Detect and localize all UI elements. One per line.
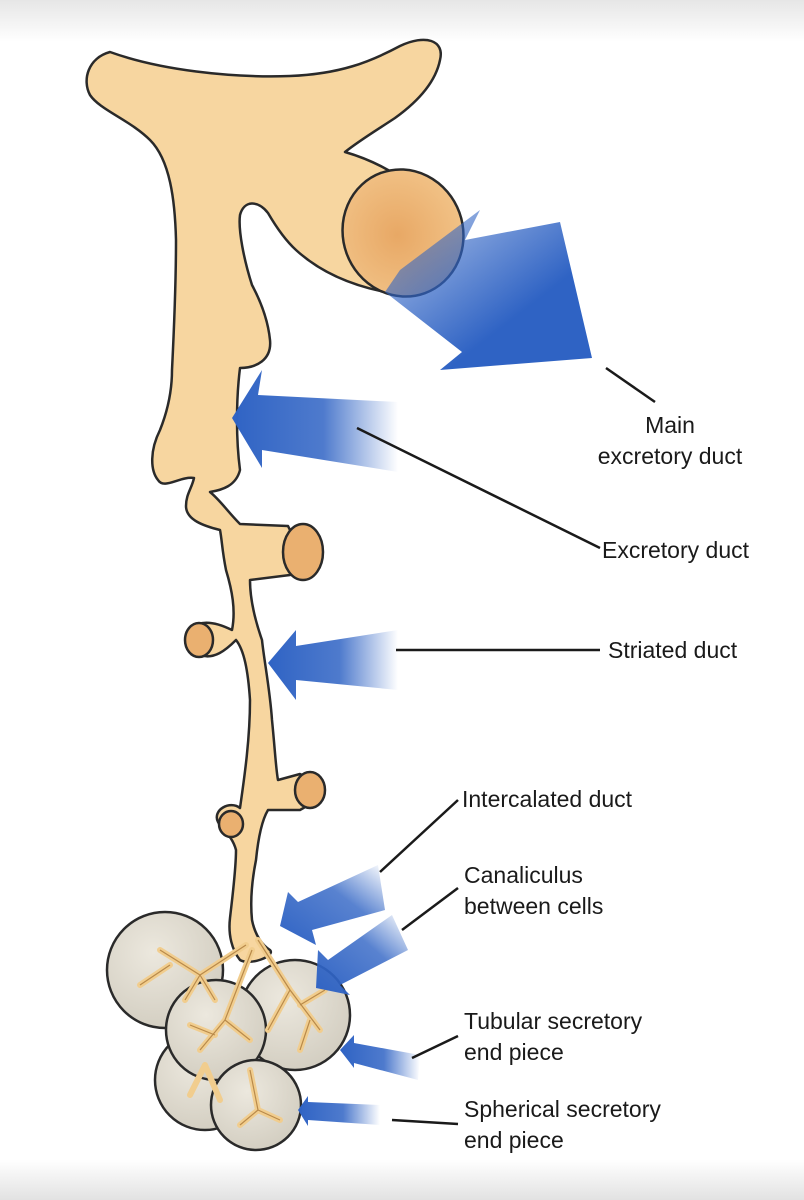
tubular-end-piece-leader	[411, 1034, 459, 1060]
excretory-duct-arrow	[232, 370, 398, 472]
intercalated-duct-arrow	[280, 865, 385, 945]
striated-duct-arrow	[268, 630, 398, 700]
intercalated-branch-cut-face-right	[293, 770, 327, 810]
label-excretory-duct: Excretory duct	[602, 537, 749, 563]
tubular-end-piece-arrow	[340, 1035, 420, 1080]
label-spherical-secretory-end-piece: Spherical secretory end piece	[464, 1096, 661, 1153]
duct-tree	[85, 38, 443, 964]
intercalated-duct-leader	[379, 799, 459, 873]
intercalated-branch-cut-face-left	[217, 809, 245, 839]
main-excretory-duct-leader	[605, 366, 656, 404]
label-canaliculus: Canaliculus between cells	[464, 862, 604, 919]
label-intercalated-duct: Intercalated duct	[462, 786, 633, 812]
canaliculus-arrow	[316, 915, 408, 995]
canaliculus-leader	[401, 887, 459, 931]
spherical-end-piece-arrow	[298, 1096, 380, 1126]
excretory-duct-leader	[356, 426, 601, 550]
spherical-end-piece-leader	[391, 1118, 459, 1126]
label-main-excretory-duct: Main excretory duct	[597, 412, 743, 469]
label-tubular-secretory-end-piece: Tubular secretory end piece	[464, 1008, 643, 1065]
striated-branch-cut-face	[183, 621, 215, 659]
excretory-branch-cut-face	[281, 522, 325, 582]
leader-lines	[356, 366, 656, 1126]
label-striated-duct: Striated duct	[608, 637, 738, 663]
main-excretory-duct-arrow	[385, 210, 592, 370]
canaliculi-outline	[139, 939, 326, 1126]
